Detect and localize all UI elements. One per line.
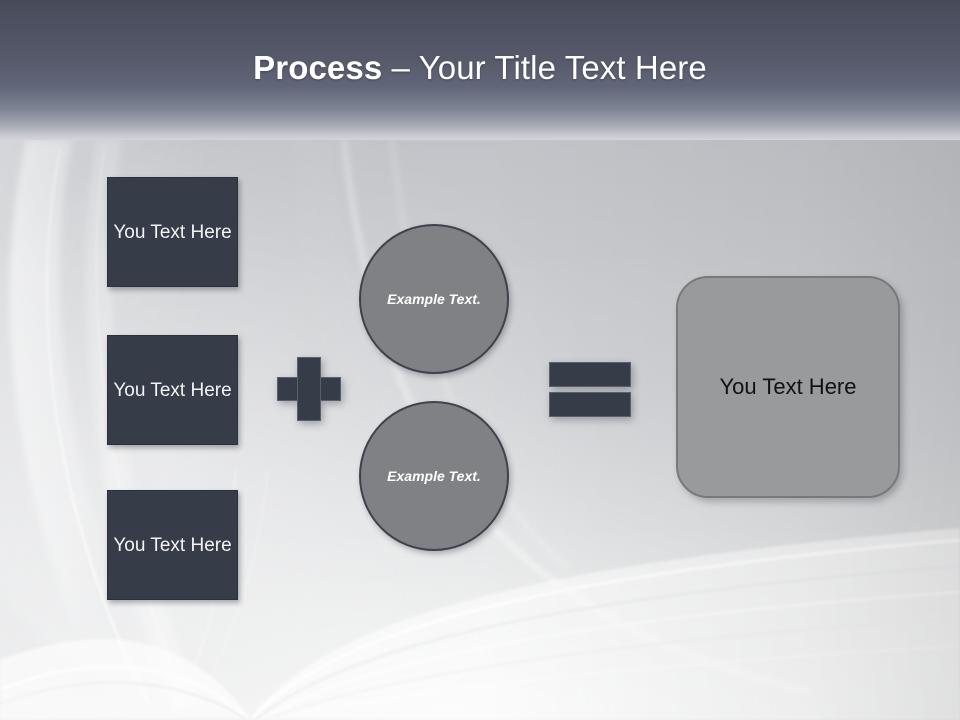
page-title: Process – Your Title Text Here bbox=[0, 48, 960, 88]
plus-center-fill bbox=[298, 378, 320, 400]
page-title-bold: Process bbox=[253, 49, 383, 86]
result-box-label: You Text Here bbox=[719, 374, 857, 399]
plus-icon bbox=[277, 357, 341, 421]
equals-top-bar bbox=[549, 362, 631, 387]
input-box-1-label: You Text Here bbox=[113, 221, 232, 243]
input-box-2-label: You Text Here bbox=[113, 379, 232, 401]
equals-bottom-bar bbox=[549, 392, 631, 417]
result-box[interactable]: You Text Here bbox=[676, 276, 900, 498]
input-box-3-label: You Text Here bbox=[113, 534, 232, 556]
input-box-3[interactable]: You Text Here bbox=[107, 490, 238, 600]
example-circle-1-label: Example Text. bbox=[387, 291, 481, 307]
example-circle-1[interactable]: Example Text. bbox=[359, 224, 509, 374]
input-box-2[interactable]: You Text Here bbox=[107, 335, 238, 445]
page-title-rest: – Your Title Text Here bbox=[382, 49, 707, 86]
equals-icon bbox=[549, 362, 631, 418]
input-box-1[interactable]: You Text Here bbox=[107, 177, 238, 287]
title-bar: Process – Your Title Text Here bbox=[0, 0, 960, 140]
example-circle-2[interactable]: Example Text. bbox=[359, 401, 509, 551]
example-circle-2-label: Example Text. bbox=[387, 468, 481, 484]
